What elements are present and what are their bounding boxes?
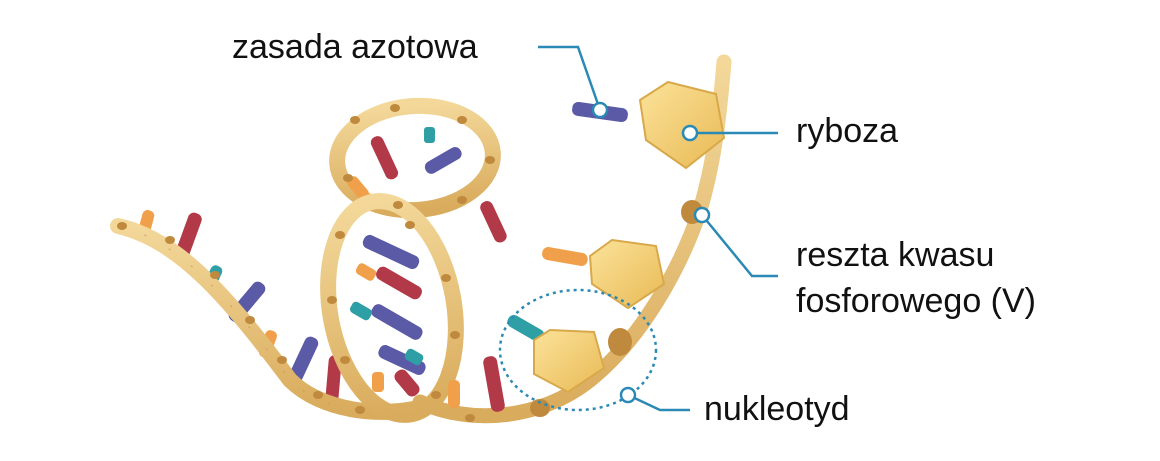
pentagon-sugar	[638, 80, 726, 170]
label-ribose: ryboza	[796, 112, 899, 150]
pentagon-sugar	[533, 328, 606, 394]
pointer-dot-phosphate	[693, 206, 711, 224]
pointer-dot-base	[591, 101, 609, 119]
label-phosphate-line1: reszta kwasu	[796, 236, 995, 274]
phosphate-dots	[117, 104, 495, 422]
pointer-base	[538, 45, 602, 111]
label-phosphate-line2: fosforowego (V)	[796, 282, 1036, 320]
bases-bottom	[448, 356, 505, 412]
backbone-upper-loop	[329, 97, 501, 219]
pointer-dot-nucleotide	[619, 386, 637, 404]
base-rod	[325, 355, 342, 406]
bases-upper-loop	[347, 127, 507, 243]
label-nucleotide: nukleotyd	[704, 390, 850, 428]
phosphate-dot	[608, 328, 632, 356]
base-rod	[507, 315, 545, 342]
pentagon-sugar	[588, 238, 666, 310]
nucleotide-outline	[498, 288, 658, 412]
pointer-phosphate	[701, 214, 778, 278]
bases-helix	[349, 234, 426, 397]
base-rod	[542, 247, 588, 266]
pointer-lines	[538, 45, 778, 412]
nucleotide-circled	[507, 315, 632, 417]
pointer-dot-ribose	[681, 124, 699, 142]
pointer-nucleotide	[627, 393, 690, 412]
label-nitrogen-base: zasada azotowa	[232, 28, 478, 66]
backbone-helix	[320, 193, 464, 423]
pointer-endpoints	[591, 101, 711, 404]
base-rod	[176, 212, 202, 258]
